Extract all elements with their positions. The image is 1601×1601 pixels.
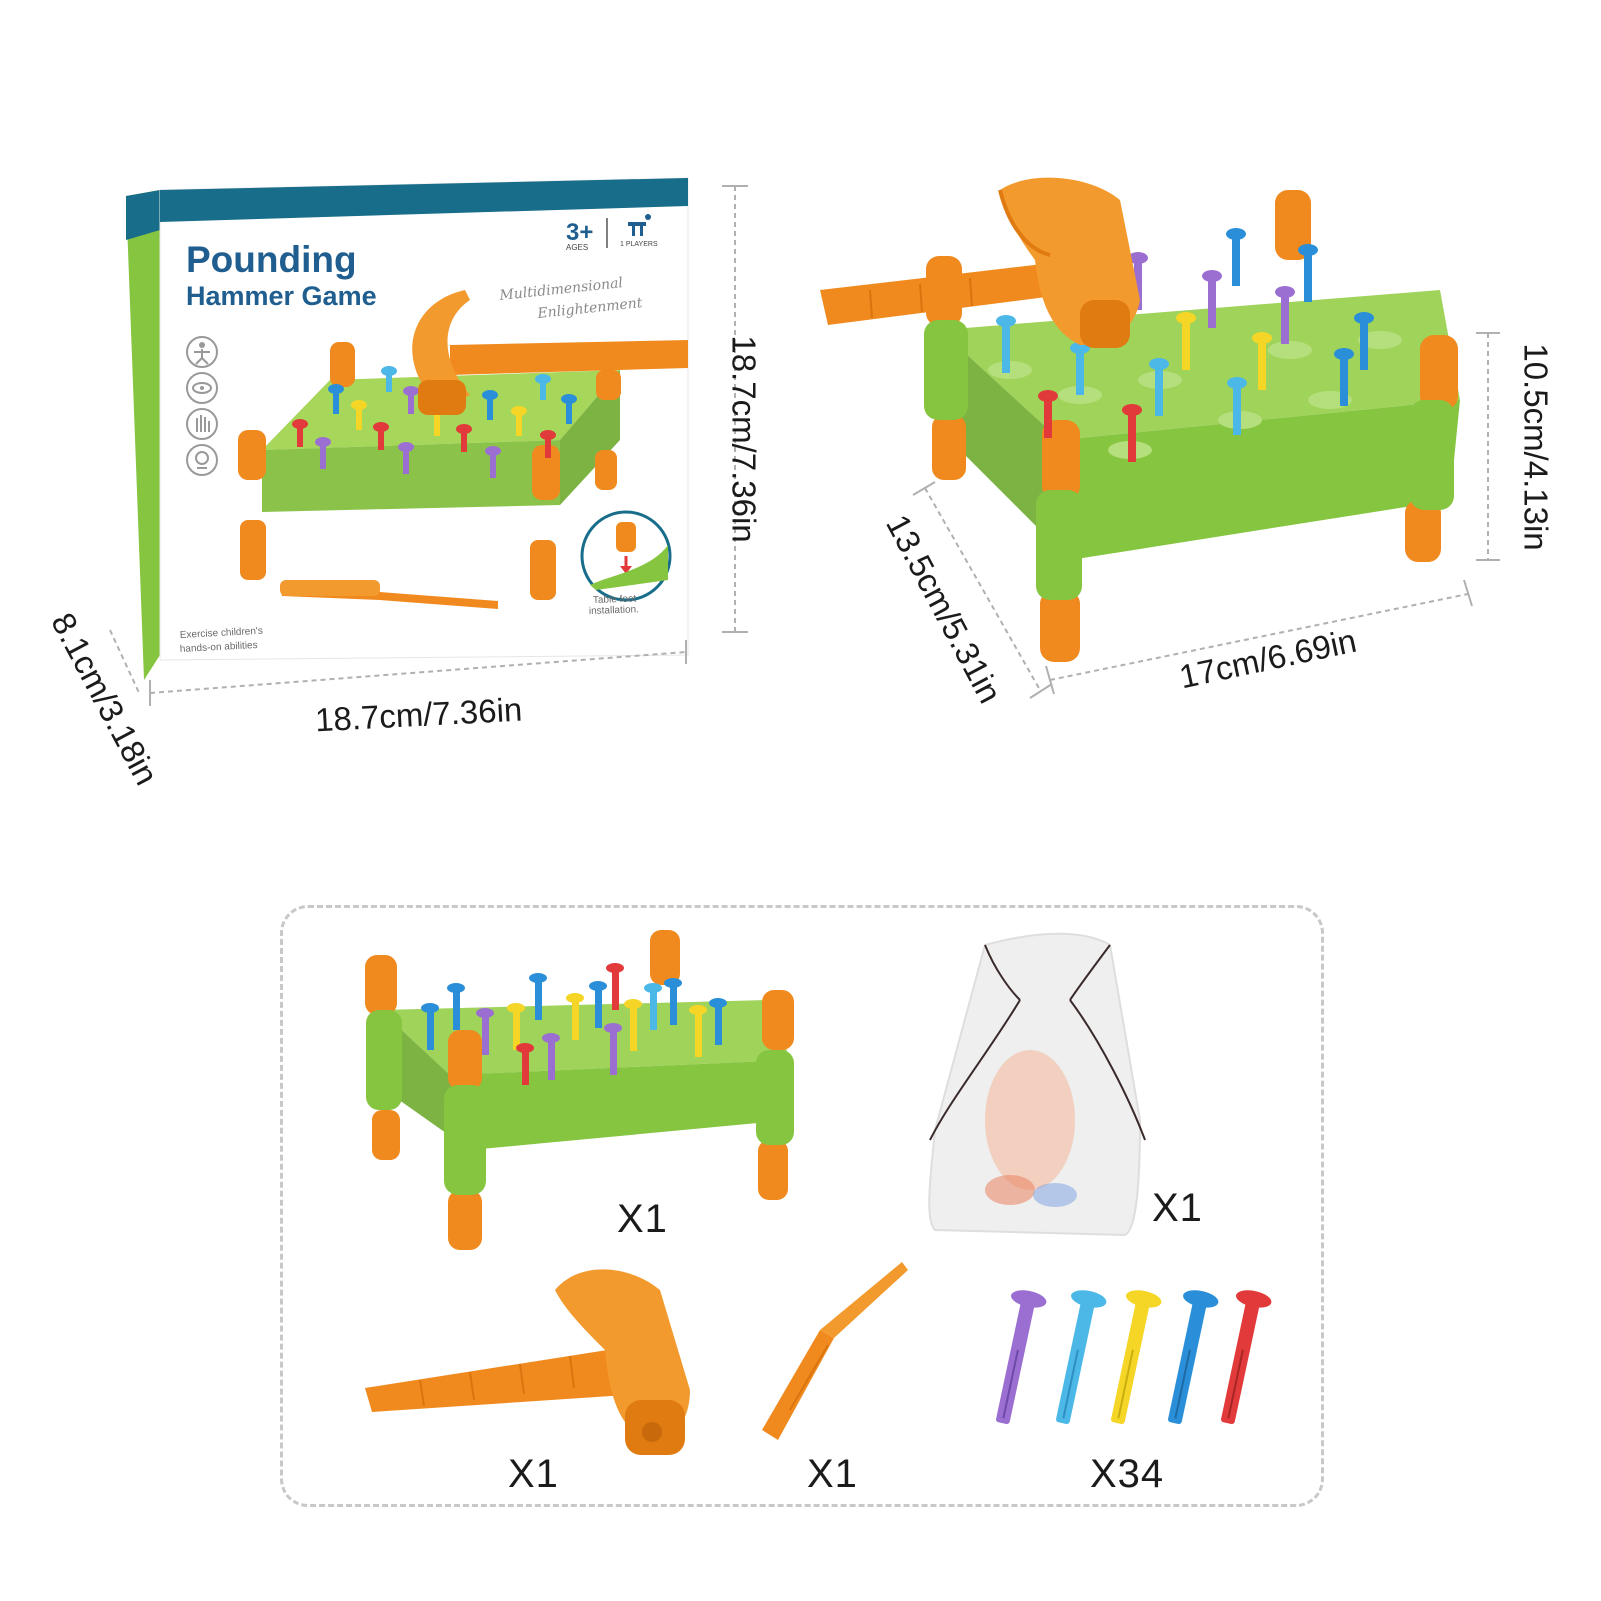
- box-tool-illustration: [280, 580, 498, 609]
- assembled-table-figure: 10.5cm/4.13in 13.5cm/5.31in 17cm/6.69in: [800, 0, 1601, 800]
- box-table-illustration: [238, 342, 621, 600]
- package-contents-panel: [280, 905, 1324, 1507]
- box-tagline-line2: hands-on abilities: [180, 640, 258, 655]
- contents-table: [365, 930, 794, 1250]
- contents-tool: [762, 1262, 908, 1440]
- bag-count-label: X1: [1152, 1186, 1203, 1230]
- table-hammer: [820, 177, 1140, 348]
- box-pegs: [292, 366, 577, 478]
- box-title-line1: Pounding: [186, 239, 357, 280]
- brain-icon: [186, 444, 218, 476]
- box-tagline-line1: Exercise children's: [180, 626, 264, 641]
- table-leg-sockets: [924, 320, 1454, 600]
- box-install-line1: Table foot: [593, 593, 637, 606]
- assembled-table: [820, 177, 1460, 662]
- hammer-count-label: X1: [508, 1452, 559, 1496]
- product-box-figure: Pounding Hammer Game 3+ AGES 1 PLAYERS M…: [0, 0, 800, 800]
- players-icon: [628, 214, 651, 236]
- box-players-label: 1 PLAYERS: [620, 241, 658, 248]
- hand-icon: [186, 408, 218, 440]
- eye-icon: [186, 372, 218, 404]
- box-age-value: 3+: [566, 219, 593, 246]
- box-install-line2: installation.: [589, 604, 639, 617]
- box-dimension-lines: [109, 185, 748, 706]
- table-legs: [926, 190, 1458, 662]
- product-box: Pounding Hammer Game 3+ AGES 1 PLAYERS M…: [126, 177, 689, 680]
- box-age-label: AGES: [566, 243, 588, 252]
- pegs-count-label: X34: [1090, 1452, 1165, 1496]
- tool-count-label: X1: [807, 1452, 858, 1496]
- child-icon: [186, 336, 218, 368]
- box-title-line2: Hammer Game: [186, 281, 377, 311]
- table-dimension-lines: [912, 332, 1500, 699]
- table-count-label: X1: [617, 1197, 668, 1241]
- table-pegs: [996, 228, 1374, 462]
- box-hammer-illustration: [412, 290, 688, 415]
- box-install-diagram: [580, 510, 672, 602]
- contents-pegs: [996, 1290, 1272, 1425]
- contents-table-pegs: [421, 963, 727, 1085]
- contents-bag: [928, 932, 1146, 1237]
- contents-hammer: [365, 1269, 690, 1455]
